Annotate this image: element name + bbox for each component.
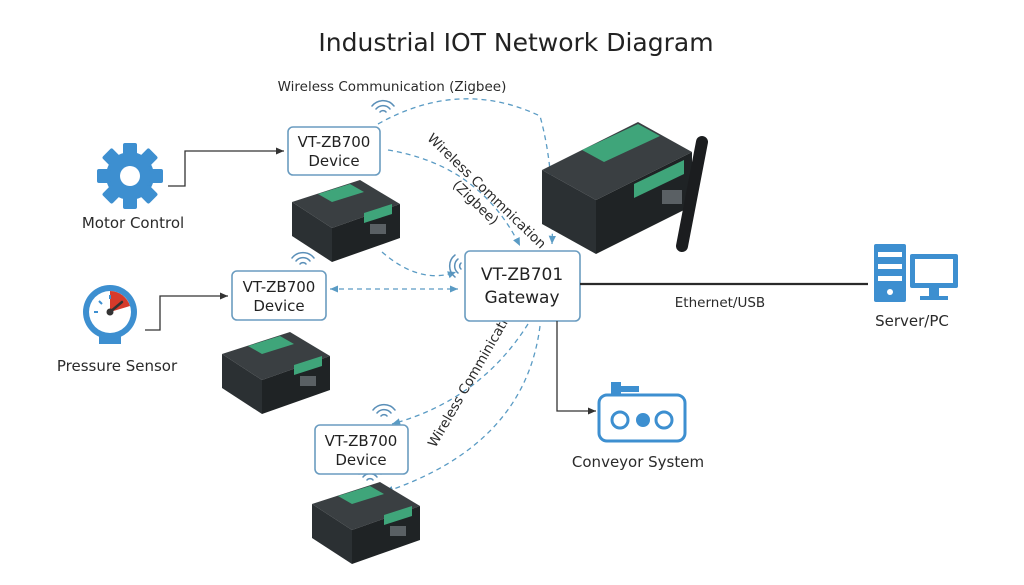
svg-text:Wireless Comminication: Wireless Comminication bbox=[425, 302, 520, 451]
gateway-hardware-image bbox=[542, 122, 708, 254]
wireless-label-lower: Wireless Comminication bbox=[425, 302, 520, 451]
signal-wave-icon-gateway bbox=[448, 254, 462, 278]
device-3-model: VT-ZB700 bbox=[325, 432, 398, 450]
link-pressure-device2 bbox=[145, 292, 228, 331]
wireless-arc-lower bbox=[384, 325, 541, 493]
gear-icon bbox=[97, 143, 163, 209]
wireless-label-top: Wireless Communication (Zigbee) bbox=[278, 79, 507, 95]
device-box-1: VT-ZB700 Device bbox=[287, 126, 381, 176]
ethernet-usb-label: Ethernet/USB bbox=[675, 295, 765, 311]
link-motor-device1 bbox=[168, 147, 284, 187]
wireless-link-gateway-device3 bbox=[391, 323, 529, 426]
device-box-2: VT-ZB700 Device bbox=[231, 270, 327, 321]
conveyor-icon bbox=[597, 382, 687, 443]
gateway-box: VT-ZB701 Gateway bbox=[464, 250, 581, 322]
wireless-link-hw1-gateway bbox=[381, 251, 457, 279]
svg-text:Wireless Commnication: Wireless Commnication bbox=[424, 131, 549, 253]
device-hardware-image-3 bbox=[312, 482, 420, 564]
device-2-model: VT-ZB700 bbox=[243, 278, 316, 296]
wireless-link-device1-gateway bbox=[387, 149, 521, 247]
gateway-model: VT-ZB701 bbox=[481, 265, 563, 285]
diagram-title: Industrial IOT Network Diagram bbox=[318, 28, 713, 57]
device-hardware-image-1 bbox=[292, 180, 400, 262]
motor-control-label: Motor Control bbox=[82, 214, 184, 232]
conveyor-system-label: Conveyor System bbox=[572, 453, 704, 471]
device-3-role: Device bbox=[335, 451, 386, 469]
link-gateway-conveyor bbox=[556, 321, 596, 415]
gateway-role: Gateway bbox=[484, 288, 559, 308]
pressure-gauge-icon bbox=[83, 285, 137, 344]
device-1-role: Device bbox=[308, 152, 359, 170]
pressure-sensor-label: Pressure Sensor bbox=[57, 357, 178, 375]
signal-wave-icon-device3 bbox=[372, 403, 396, 417]
device-1-model: VT-ZB700 bbox=[298, 133, 371, 151]
signal-wave-icon-top bbox=[371, 99, 395, 113]
wireless-label-diagonal: Wireless Commnication (Zigbee) bbox=[424, 131, 549, 253]
server-pc-icon bbox=[874, 244, 958, 302]
device-box-3: VT-ZB700 Device bbox=[314, 424, 409, 475]
server-pc-label: Server/PC bbox=[875, 312, 949, 330]
device-2-role: Device bbox=[253, 297, 304, 315]
signal-wave-icon-device2 bbox=[291, 251, 315, 265]
device-hardware-image-2 bbox=[222, 332, 330, 414]
